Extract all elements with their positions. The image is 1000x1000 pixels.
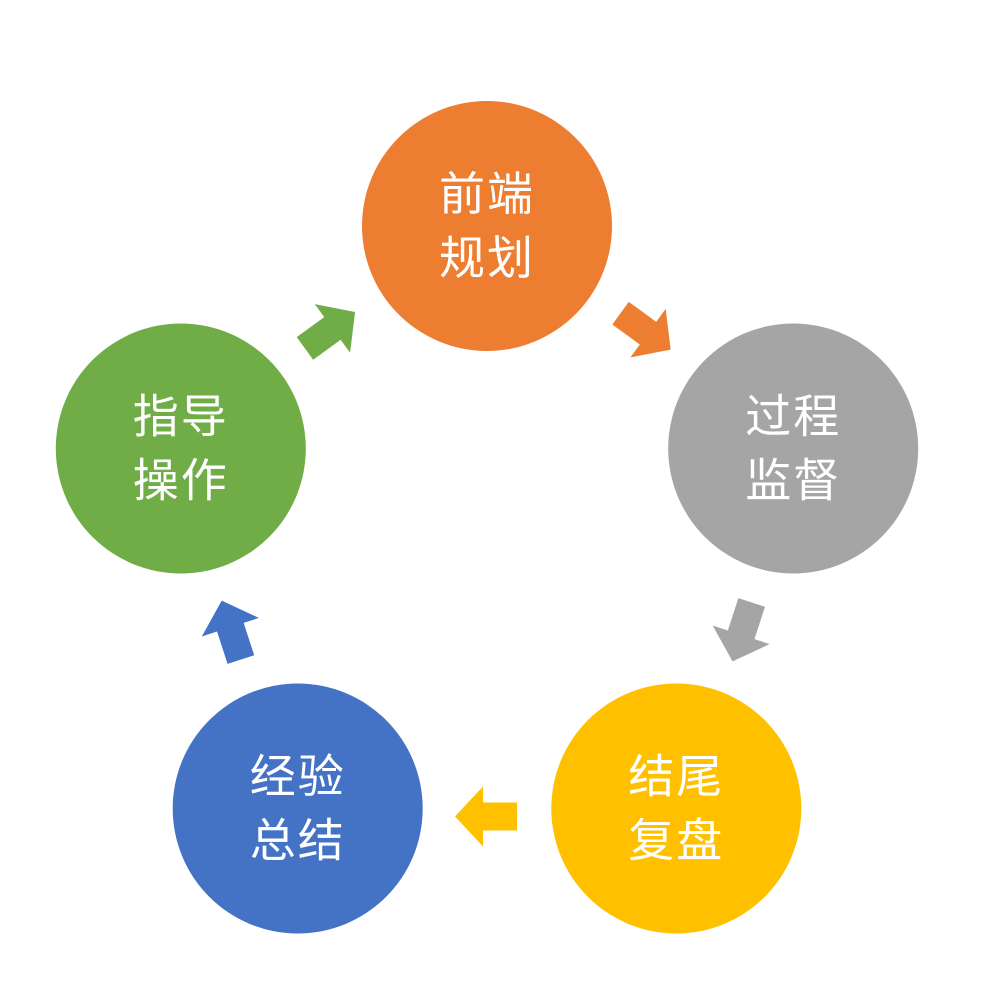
node-label-line: 前端 bbox=[439, 167, 535, 221]
node-circle bbox=[362, 101, 612, 351]
node-label-line: 规划 bbox=[439, 231, 535, 285]
arrow-frontend-planning-to-process-supervision bbox=[612, 301, 671, 358]
arrow-guidance-operation-to-frontend-planning bbox=[296, 304, 356, 360]
arrow-icon bbox=[201, 600, 259, 664]
arrow-closing-review-to-experience-summary bbox=[455, 786, 517, 847]
node-circle bbox=[551, 683, 802, 934]
node-label-line: 复盘 bbox=[628, 814, 724, 868]
arrow-experience-summary-to-guidance-operation bbox=[201, 600, 259, 664]
arrow-icon bbox=[296, 304, 356, 360]
node-circle bbox=[668, 323, 919, 574]
node-label-line: 过程 bbox=[745, 390, 841, 444]
node-circle bbox=[55, 323, 306, 574]
arrows-layer bbox=[201, 301, 770, 847]
node-circle bbox=[172, 683, 423, 934]
node-label-line: 经验 bbox=[250, 750, 346, 804]
arrow-process-supervision-to-closing-review bbox=[712, 598, 770, 662]
node-label-line: 操作 bbox=[133, 454, 229, 508]
arrow-icon bbox=[612, 301, 671, 358]
arrow-icon bbox=[455, 786, 517, 847]
node-label-line: 总结 bbox=[250, 814, 346, 868]
node-label-line: 结尾 bbox=[628, 750, 724, 804]
arrow-icon bbox=[712, 598, 770, 662]
node-label-line: 指导 bbox=[133, 390, 229, 444]
node-label-line: 监督 bbox=[745, 454, 841, 508]
